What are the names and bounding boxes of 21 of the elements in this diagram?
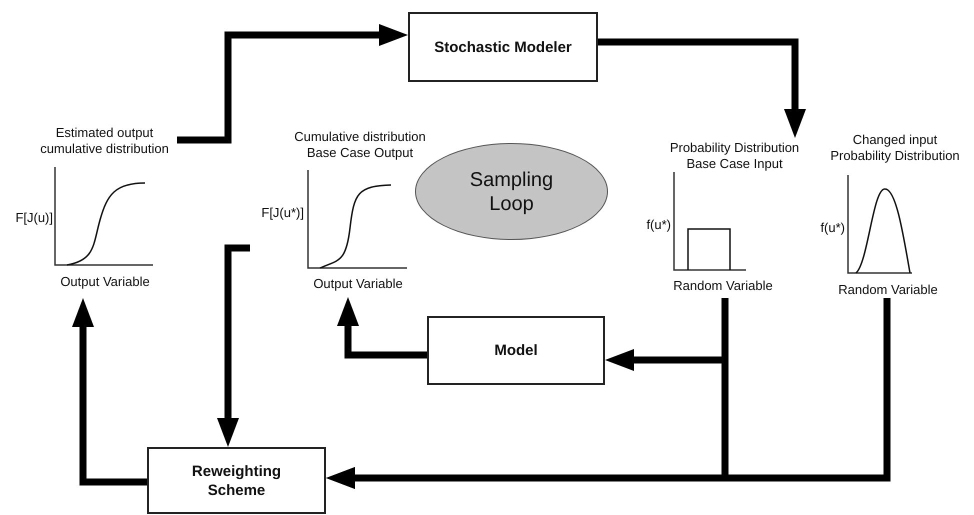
axis-label: F[J(u*)] bbox=[261, 205, 304, 221]
process-box: Model bbox=[427, 316, 605, 385]
arrow bbox=[326, 298, 890, 489]
axis-label: f(u*) bbox=[820, 220, 845, 236]
process-box: Stochastic Modeler bbox=[408, 12, 598, 82]
axis-label: F[J(u)] bbox=[15, 210, 53, 226]
arrow bbox=[217, 244, 250, 447]
axis-label: Random Variable bbox=[837, 282, 939, 298]
arrow bbox=[177, 24, 408, 144]
chart-title: Estimated output cumulative distribution bbox=[39, 125, 170, 157]
process-box: Reweighting Scheme bbox=[147, 447, 326, 514]
axis-label: f(u*) bbox=[646, 217, 671, 233]
arrow bbox=[337, 297, 427, 358]
ellipse: Sampling Loop bbox=[415, 143, 608, 240]
chart-title: Probability Distribution Base Case Input bbox=[668, 140, 800, 172]
chart-title: Changed input Probability Distribution bbox=[829, 132, 961, 164]
arrow bbox=[72, 298, 147, 486]
arrow bbox=[598, 38, 806, 138]
axis-label: Output Variable bbox=[312, 276, 404, 292]
axis-label: Output Variable bbox=[59, 274, 151, 290]
axis-label: Random Variable bbox=[672, 278, 774, 294]
